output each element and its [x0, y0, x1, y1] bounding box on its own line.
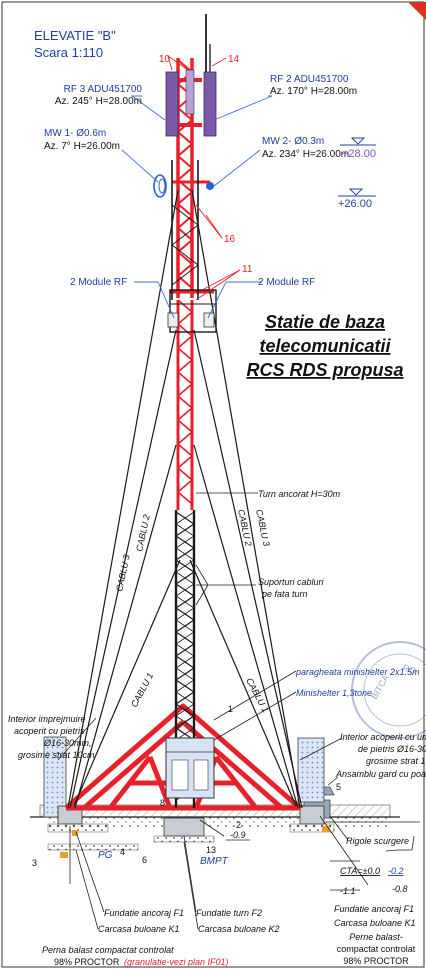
- rf2-label: RF 2 ADU451700: [270, 74, 349, 85]
- level-minus-1-1: -1.1: [340, 886, 356, 896]
- level-minus-0-2: -0.2: [388, 866, 404, 876]
- cable-2-left-label: CABLU 2: [134, 514, 152, 553]
- marker-6: 6: [142, 855, 147, 865]
- tower-label: Turn ancorat H=30m: [258, 489, 341, 499]
- fence-post-left: [43, 736, 67, 818]
- elevation-28: +28.00: [342, 148, 376, 160]
- level-marks: [226, 821, 420, 891]
- headline-line-2: telecomunicatii: [259, 336, 391, 356]
- drawing-scale: Scara 1:110: [34, 45, 103, 60]
- fence-right-line-2: de pietris Ø16-30mm,: [358, 744, 426, 754]
- fence-left-line-4: grosime strat 10cm: [18, 750, 95, 760]
- marker-2: 2: [236, 820, 241, 830]
- supports-label-1: Suporturi cabluri: [258, 577, 325, 587]
- stamp-text-1: BITCA: [369, 673, 391, 701]
- bmpt-label: BMPT: [200, 856, 229, 867]
- ballast-left-line-2: 98% PROCTOR: [54, 957, 120, 967]
- fence-left-line-3: Ø16-30mm,: [43, 738, 92, 748]
- marker-8: 8: [160, 798, 165, 808]
- elevation-title: ELEVATIE "B": [34, 28, 116, 43]
- marker-4: 4: [120, 847, 125, 857]
- foundation-tower: Fundatie turn F2: [196, 908, 262, 918]
- cable-1-left-label: CABLU 1: [129, 671, 155, 709]
- annotation-leaders: [57, 492, 369, 930]
- headline-line-1: Statie de baza: [265, 312, 385, 332]
- marker-10: 10: [159, 54, 171, 65]
- leader-lines: [121, 95, 273, 319]
- ballast-left-line-1: Perna balast compactat controlat: [42, 945, 174, 955]
- ballast-right-line-2: compactat controlat: [337, 944, 416, 954]
- mw1-dish: [153, 174, 167, 198]
- modules-right-label: 2 Module RF: [258, 277, 315, 288]
- rf2-azimuth: Az. 170° H=28.00m: [270, 86, 357, 97]
- frame-tower: Carcasa buloane K2: [198, 924, 280, 934]
- elevation-26: +26.00: [338, 198, 372, 210]
- rf-module-left: [167, 312, 179, 328]
- rf3-label: RF 3 ADU451700: [64, 84, 143, 95]
- fence-right-line-1: Interior acoperit cu un strat: [340, 732, 426, 742]
- level-minus-0-8: -0.8: [392, 884, 408, 894]
- anchor-foundation-right: [299, 805, 325, 825]
- marker-11: 11: [242, 264, 253, 275]
- supports-label-2: pe fata turn: [261, 589, 308, 599]
- paragheata-label: paragheata minishelter 2x1.5m: [295, 667, 420, 677]
- stamp-text-2: RO: [401, 662, 417, 676]
- mw2-azimuth: Az. 234° H=26.00m: [262, 149, 349, 160]
- antenna-group: [153, 14, 217, 328]
- frame-right: Carcasa buloane K1: [334, 918, 416, 928]
- mw2-dish: [206, 182, 214, 190]
- fence-right-line-3: grosime strat 10cm: [366, 756, 426, 766]
- rf2-antenna: [203, 71, 217, 137]
- mw2-label: MW 2- Ø0.3m: [262, 136, 324, 147]
- stamp: [351, 641, 426, 739]
- fence-left-line-2: acoperit cu pietris: [14, 726, 85, 736]
- pg-label: PG: [98, 850, 113, 861]
- cable-3-left-label: CABLU 3: [114, 554, 132, 593]
- ballast-right-line-1: Perne balast-: [349, 932, 403, 942]
- modules-left-label: 2 Module RF: [70, 277, 127, 288]
- foundation-anchor-left: Fundatie ancoraj F1: [104, 908, 184, 918]
- rf3-azimuth: Az. 245° H=28.00m: [55, 96, 142, 107]
- rf-module-right: [203, 312, 215, 328]
- corner-mark: [408, 2, 426, 20]
- minishelter-label: Minishelter 1,3tone: [296, 688, 372, 698]
- cable-3-right-label: CABLU 3: [254, 508, 272, 547]
- marker-1: 1: [228, 704, 233, 714]
- frame-left: Carcasa buloane K1: [98, 924, 180, 934]
- fence-assembly-label: Ansamblu gard cu poarta: [335, 769, 426, 779]
- marker-leaders: [167, 55, 241, 301]
- foundation-anchor-right: Fundatie ancoraj F1: [334, 904, 414, 914]
- ground-section: [30, 736, 400, 858]
- tower-base-frame: [64, 703, 302, 811]
- ballast-right-line-3: 98% PROCTOR: [343, 956, 409, 966]
- fence-post-right: [297, 737, 325, 803]
- cta-label: CTA=±0.0: [340, 866, 380, 876]
- mw1-azimuth: Az. 7° H=26.00m: [44, 141, 120, 152]
- tower-foundation: [163, 817, 205, 837]
- mw1-label: MW 1- Ø0.6m: [44, 128, 106, 139]
- elevation-markers: [338, 137, 376, 197]
- level-minus-0-9: -0.9: [230, 830, 246, 840]
- rigole-label: Rigole scurgere: [346, 836, 409, 846]
- rf3-antenna: [165, 71, 179, 137]
- marker-13: 14: [228, 54, 240, 65]
- headline-line-3: RCS RDS propusa: [246, 360, 403, 380]
- marker-14: 13: [206, 845, 216, 855]
- ballast-left-reference: (granulatie-vezi plan IF01): [124, 957, 229, 967]
- minishelter: [165, 737, 215, 799]
- marker-5: 5: [336, 782, 341, 792]
- marker-16: 16: [224, 234, 236, 245]
- fence-left-line-1: Interior imprejmuire: [8, 714, 86, 724]
- guy-cables: [67, 189, 303, 809]
- marker-3: 3: [32, 858, 37, 868]
